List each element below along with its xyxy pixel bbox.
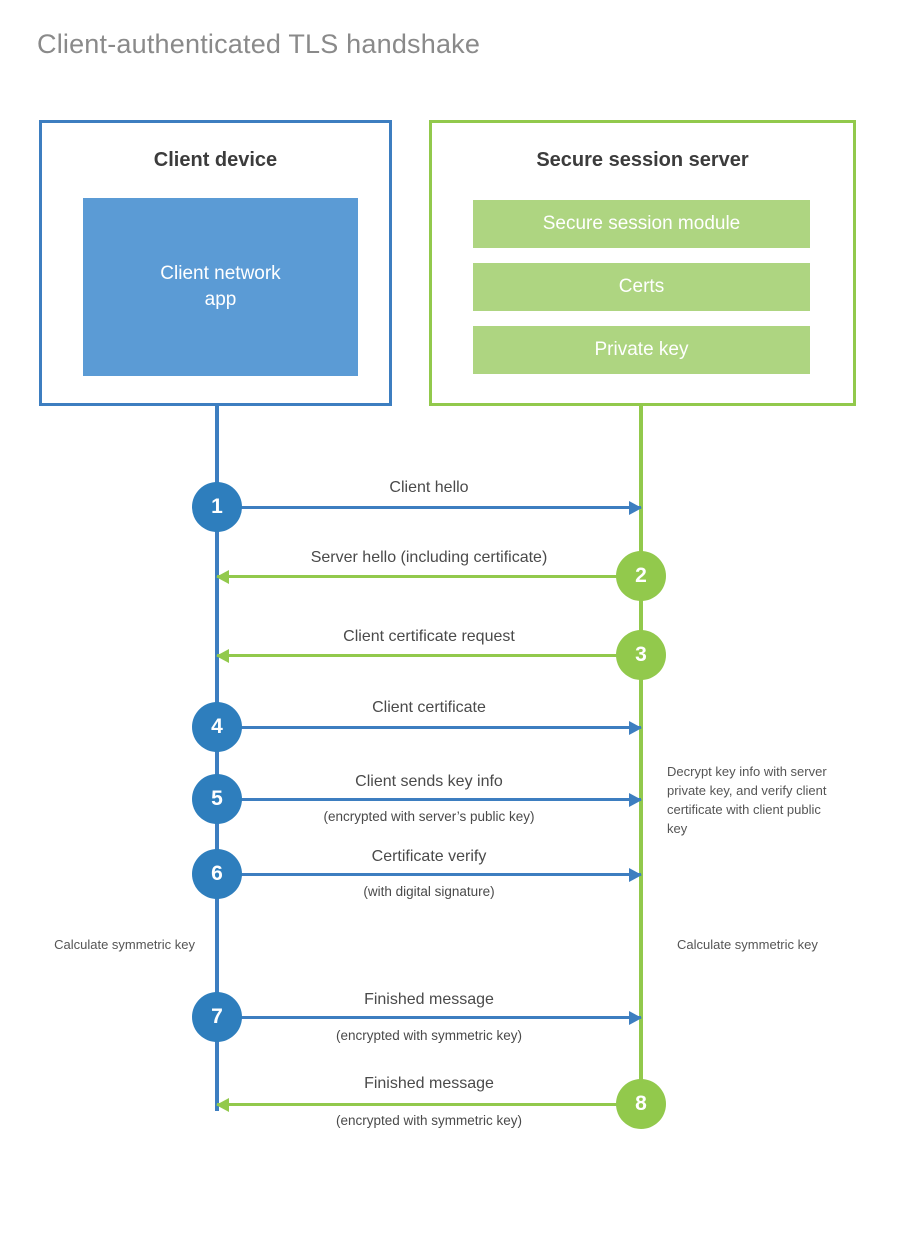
step-5-label: Client sends key info <box>355 773 503 790</box>
client-network-app-block: Client network app <box>83 198 358 376</box>
step-number: 7 <box>211 1005 223 1028</box>
step-number: 6 <box>211 862 223 885</box>
step-2-arrow <box>216 569 641 584</box>
server-component-secure-session-module: Secure session module <box>473 200 810 248</box>
step-7-sublabel: (encrypted with symmetric key) <box>335 1028 523 1043</box>
server-component-certs: Certs <box>473 263 810 311</box>
step-4-label: Client certificate <box>372 699 486 716</box>
step-3-label: Client certificate request <box>343 628 515 645</box>
step-number: 8 <box>635 1092 647 1115</box>
client-lifeline <box>215 406 219 1111</box>
client-calculate-symmetric-key-note: Calculate symmetric key <box>54 937 195 952</box>
step-marker-2[interactable]: 2 <box>616 551 666 601</box>
client-device-box: Client device Client network app <box>39 120 392 406</box>
step-marker-7[interactable]: 7 <box>192 992 242 1042</box>
arrow-head-right-icon <box>629 792 642 807</box>
step-6-arrow <box>217 867 642 882</box>
server-component-label: Certs <box>618 276 665 297</box>
step-number: 3 <box>635 643 647 666</box>
server-component-label: Secure session module <box>542 213 741 234</box>
step-7-arrow <box>217 1010 642 1025</box>
page-title: Client-authenticated TLS handshake <box>37 29 481 59</box>
step-4-arrow <box>217 720 642 735</box>
step-5-arrow <box>217 792 642 807</box>
server-decrypt-note: Decrypt key info with server private key… <box>667 764 827 836</box>
step-marker-8[interactable]: 8 <box>616 1079 666 1129</box>
step-5-sublabel: (encrypted with server’s public key) <box>323 809 535 824</box>
server-calculate-symmetric-key-note: Calculate symmetric key <box>677 937 818 952</box>
step-marker-3[interactable]: 3 <box>616 630 666 680</box>
step-number: 2 <box>635 564 647 587</box>
step-marker-6[interactable]: 6 <box>192 849 242 899</box>
step-marker-4[interactable]: 4 <box>192 702 242 752</box>
step-7-label: Finished message <box>364 991 494 1008</box>
step-6-label: Certificate verify <box>371 848 487 865</box>
secure-session-server-title: Secure session server <box>536 149 749 171</box>
step-3-arrow <box>216 648 641 663</box>
step-number: 5 <box>211 787 223 810</box>
arrow-head-right-icon <box>629 500 642 515</box>
step-8-label: Finished message <box>364 1075 494 1092</box>
step-1-arrow <box>217 500 642 515</box>
server-component-label: Private key <box>594 339 689 360</box>
arrow-head-right-icon <box>629 867 642 882</box>
step-8-sublabel: (encrypted with symmetric key) <box>335 1113 523 1128</box>
client-network-app-label: Client network app <box>131 261 311 312</box>
step-1-label: Client hello <box>389 479 469 496</box>
step-marker-1[interactable]: 1 <box>192 482 242 532</box>
step-marker-5[interactable]: 5 <box>192 774 242 824</box>
arrow-head-left-icon <box>216 569 229 584</box>
arrow-head-right-icon <box>629 1010 642 1025</box>
step-number: 4 <box>211 715 223 738</box>
server-component-private-key: Private key <box>473 326 810 374</box>
step-number: 1 <box>211 495 223 518</box>
client-app-label-line1: Client network <box>160 263 281 285</box>
secure-session-server-box: Secure session server Secure session mod… <box>429 120 856 406</box>
step-6-sublabel: (with digital signature) <box>363 884 495 899</box>
step-8-arrow <box>216 1097 641 1112</box>
step-2-label: Server hello (including certificate) <box>310 549 548 566</box>
client-app-label-line2: app <box>204 289 237 310</box>
client-device-title: Client device <box>153 149 278 171</box>
arrow-head-left-icon <box>216 648 229 663</box>
server-lifeline <box>639 406 643 1111</box>
arrow-head-left-icon <box>216 1097 229 1112</box>
arrow-head-right-icon <box>629 720 642 735</box>
